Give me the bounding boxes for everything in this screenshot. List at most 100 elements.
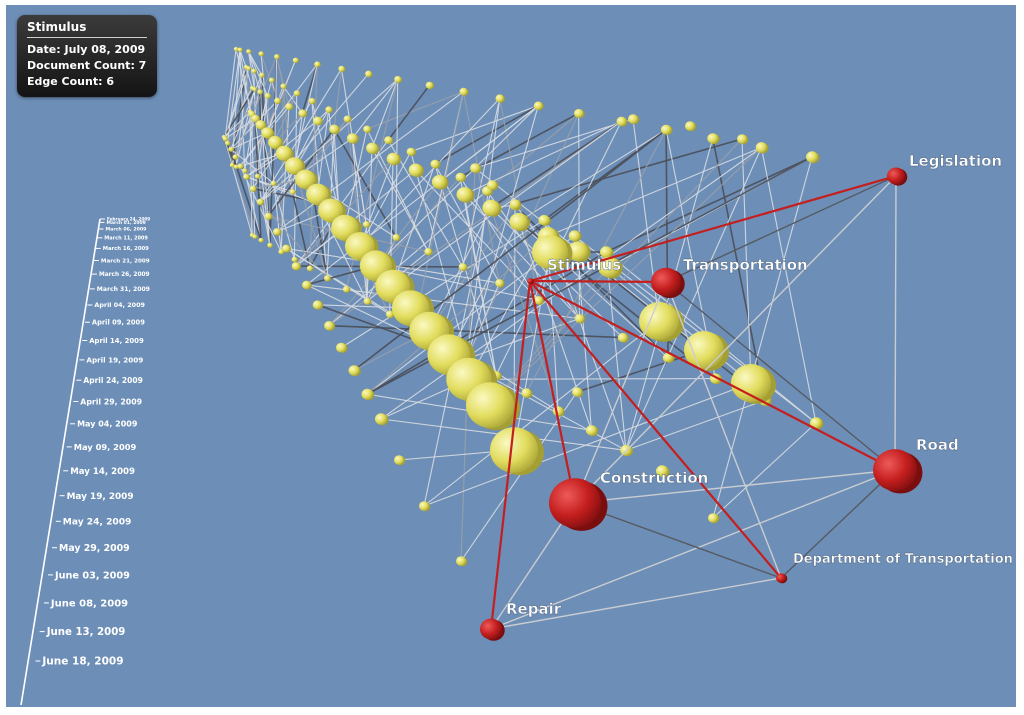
history-node-top [228,146,234,152]
history-node [306,265,314,272]
history-node-top [233,164,239,169]
history-node [567,241,591,263]
history-node [257,89,263,95]
history-node [275,145,294,162]
timeline-date-label: April 29, 2009 [80,397,142,406]
history-edge [371,147,429,252]
history-edge [259,73,369,203]
highlight-edge-dot [529,280,782,579]
history-node-top [375,413,387,425]
history-node-top [295,169,316,189]
timeline-date-label: February 24, 2009 [107,217,150,222]
history-node-top [252,87,257,92]
history-node-top [246,66,251,71]
timeline-date-label: April 19, 2009 [86,355,143,364]
history-edge [462,98,501,268]
info-edge-count-value: 6 [106,75,114,88]
history-node-top [509,213,528,231]
history-edge [375,105,539,267]
history-node [574,108,585,119]
history-edge [578,113,581,319]
history-node-top [495,94,504,103]
history-edge [423,320,660,507]
history-edge [247,51,255,90]
history-node [298,109,308,118]
history-node-top [338,65,345,72]
history-node [386,152,401,166]
history-node-top [737,134,747,144]
history-node [232,154,239,160]
history-node-top [264,212,272,220]
history-node [533,101,544,111]
history-node-top [314,61,321,67]
history-node-top [346,133,358,144]
history-node-top [343,115,351,123]
history-node [291,262,302,271]
history-edge [375,181,440,267]
history-edge [518,129,667,223]
history-edge [605,251,627,451]
history-node-top [222,136,228,141]
history-node [264,93,272,99]
history-edge [547,146,762,237]
history-node-top [264,93,271,99]
history-node [324,275,331,282]
history-node-top [267,242,273,248]
history-node-top [386,152,400,165]
history-node-top [394,455,404,465]
history-edge [293,93,298,260]
history-node [222,136,228,142]
timeline-date-label: March 26, 2009 [99,272,150,278]
history-edge [489,147,762,406]
history-node-top [229,162,235,168]
history-node [424,248,433,256]
history-edge [234,56,278,158]
history-edge [301,63,318,114]
info-date-row: Date: July 08, 2009 [27,43,146,56]
history-node [656,465,670,478]
history-edge [366,91,464,130]
history-node-top [708,513,718,523]
history-node-top [384,136,393,144]
history-node-top [470,163,480,173]
history-node [346,133,359,144]
history-edge [230,148,274,184]
history-node-top [534,296,543,305]
history-node [261,127,275,139]
history-node [274,54,280,60]
history-node [458,263,468,272]
history-edge [359,98,501,247]
timeline-date-label: May 19, 2009 [67,492,134,502]
history-node-top [293,90,300,96]
current-edge [665,281,782,579]
history-edge [359,151,412,247]
history-node-top [466,382,514,428]
history-edge [230,74,263,150]
history-node-top [308,97,315,104]
history-node-top [268,135,282,149]
history-node [243,173,250,180]
history-node [538,214,551,226]
history-edge [328,176,461,327]
history-node-top [255,120,266,130]
history-edge [230,148,262,241]
history-edge [224,48,237,139]
node-repair: Repair [480,600,562,641]
history-node-top [292,57,299,63]
history-node [574,314,586,324]
history-node-top [243,173,250,180]
current-edge [780,469,896,579]
history-node [273,228,282,236]
history-node-top [406,147,415,156]
history-node-top [386,310,394,318]
current-edge [490,577,782,630]
node-transportation: Transportation [651,256,808,299]
current-edge [574,281,667,504]
highlighted-edges [489,174,897,630]
timeline-date-label: June 18, 2009 [41,656,123,668]
history-node [249,185,257,192]
history-node-top [254,173,260,179]
